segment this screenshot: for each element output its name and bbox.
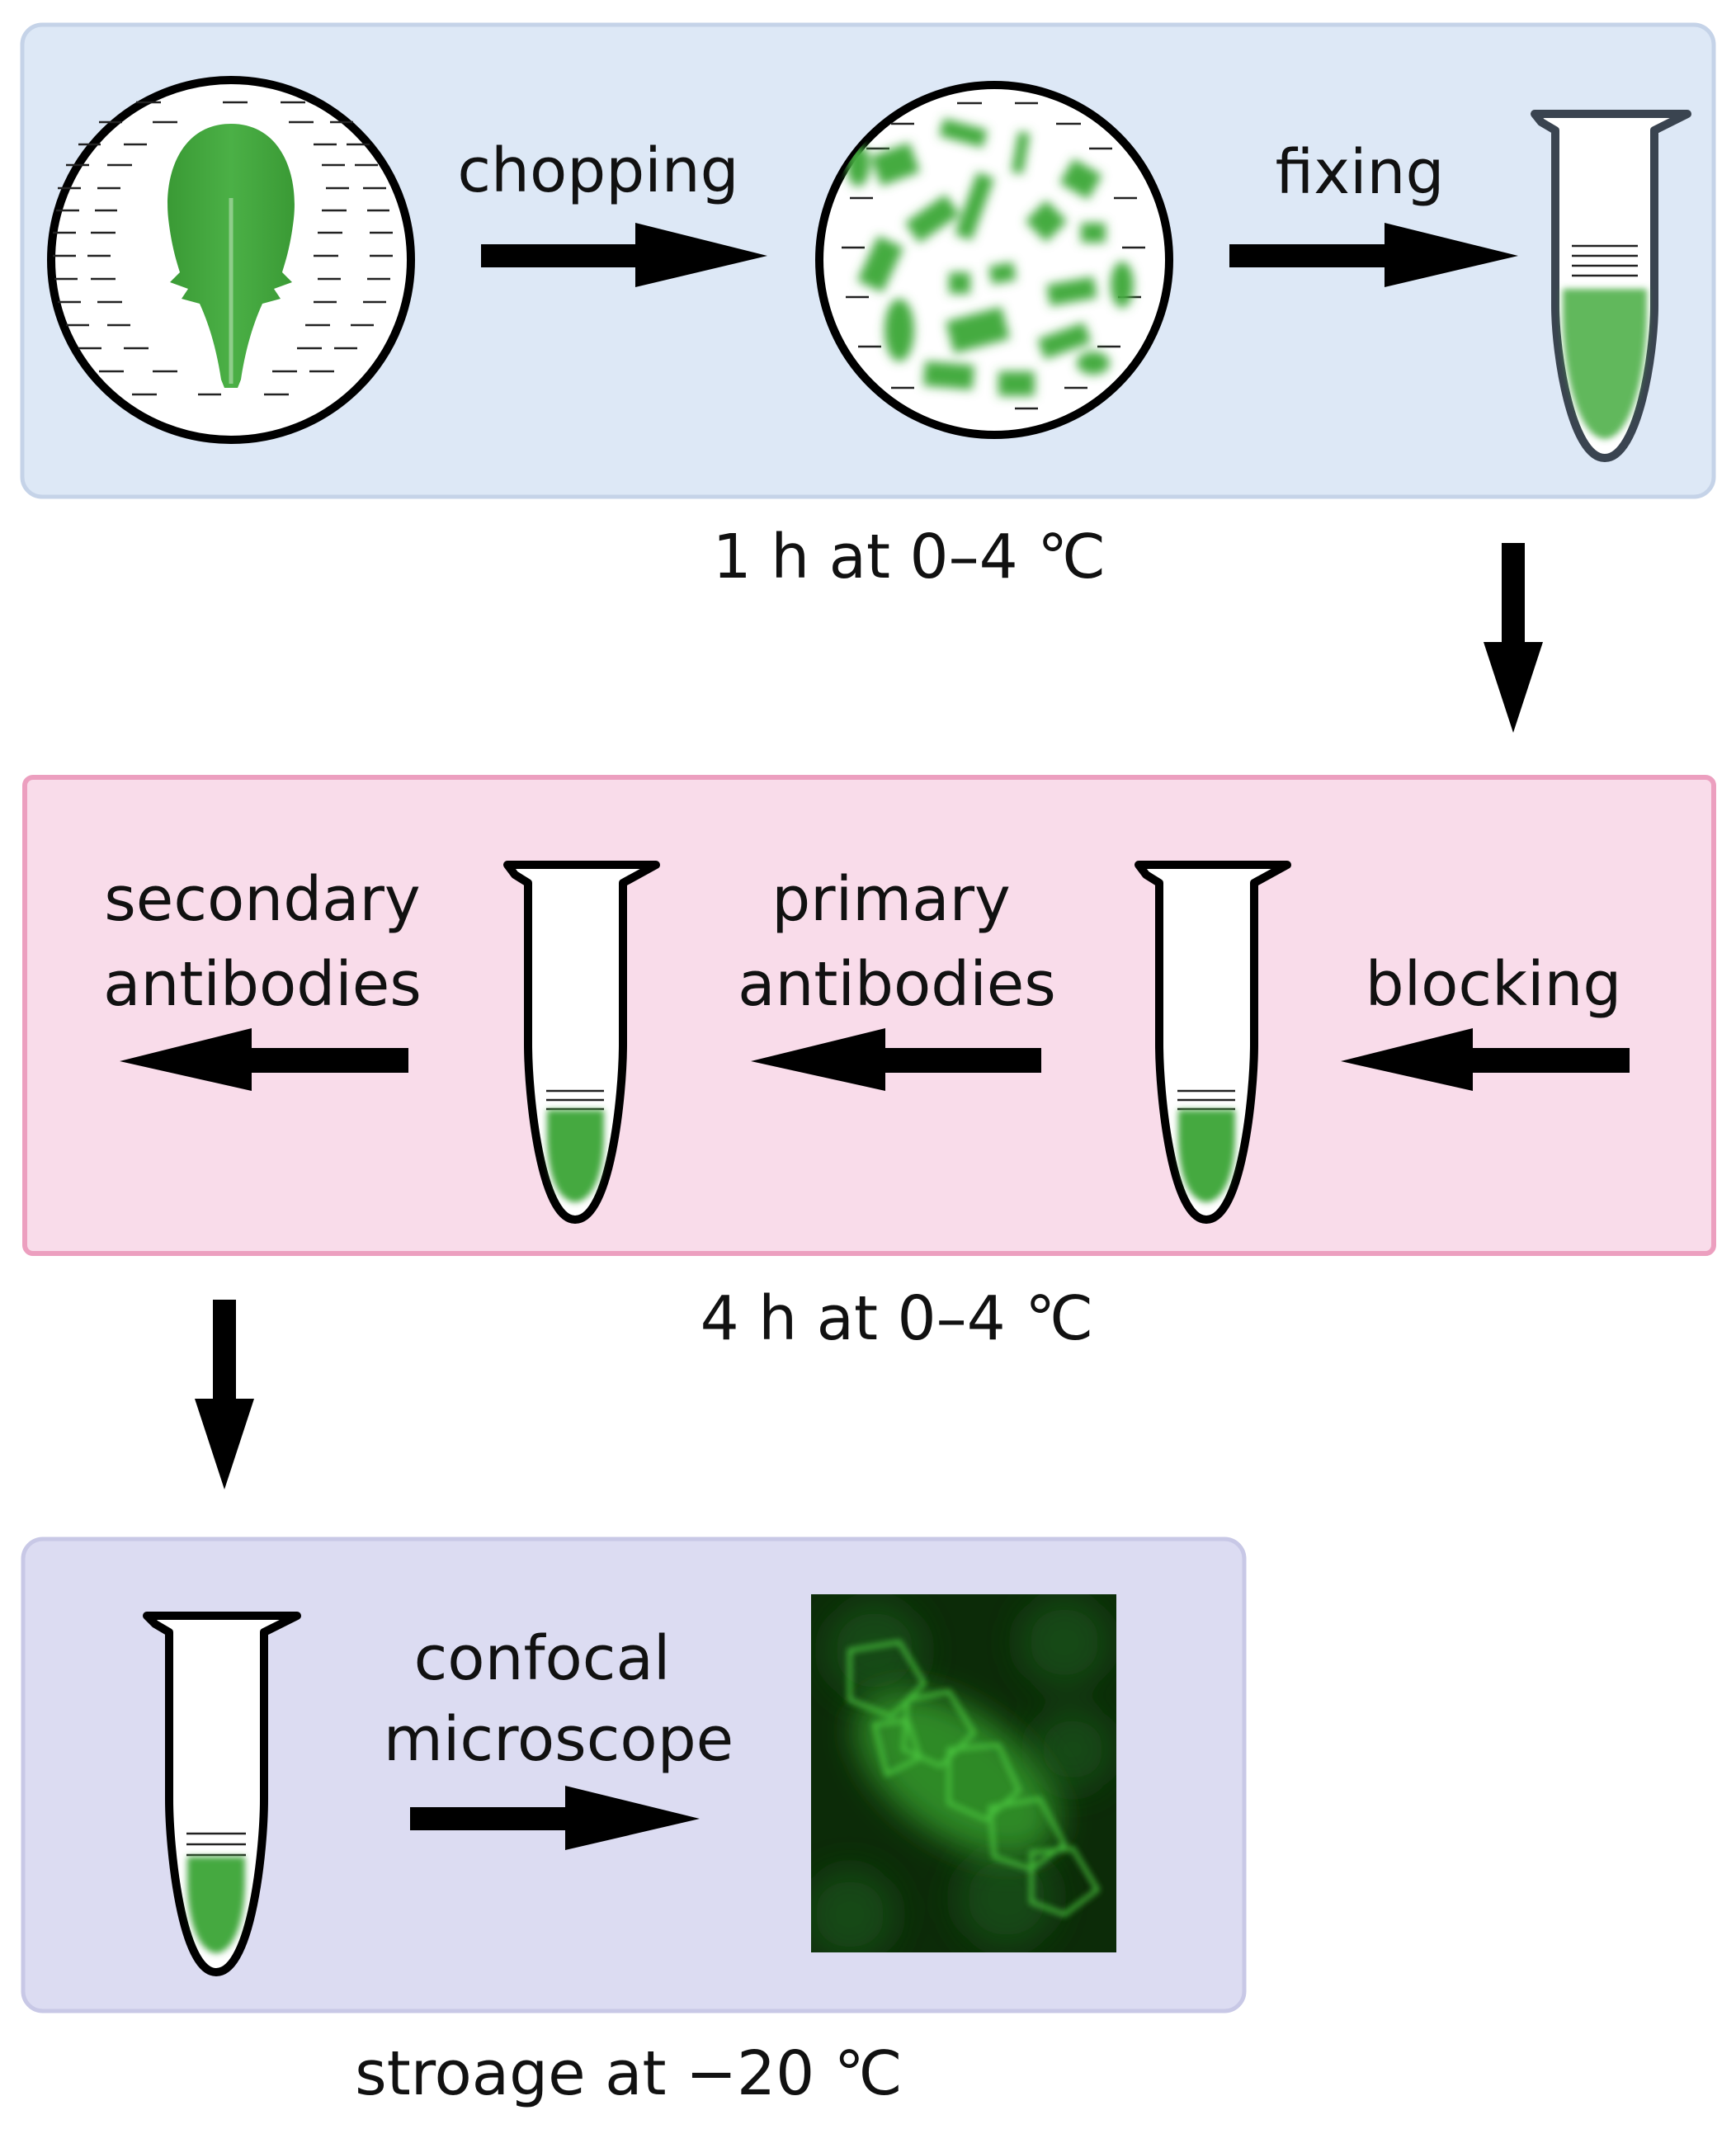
petri-dish-leaf (47, 76, 415, 444)
tube-stained (143, 1612, 301, 1976)
leaf-fragments (847, 118, 1134, 396)
secondary-label-line2: antibodies (103, 949, 422, 1020)
primary-label-line1: primary (771, 864, 1011, 935)
tube-blocked (1135, 861, 1291, 1224)
fixing-arrow (1229, 223, 1518, 287)
primary-arrow (751, 1028, 1041, 1091)
confocal-label-line2: microscope (384, 1704, 734, 1775)
tube-fixed (1531, 110, 1691, 462)
confocal-arrow (410, 1786, 700, 1850)
tube-primary (503, 861, 660, 1224)
down-arrow-2 (195, 1300, 254, 1489)
chopping-label: chopping (457, 135, 738, 206)
buffer-lines (53, 101, 393, 396)
blocking-arrow (1341, 1028, 1630, 1091)
confocal-micrograph (811, 1594, 1116, 1952)
step1-condition: 1 h at 0–4 ℃ (713, 522, 1106, 592)
primary-label-line2: antibodies (738, 949, 1056, 1020)
confocal-label-line1: confocal (414, 1623, 671, 1694)
step3-condition: stroage at −20 ℃ (355, 2038, 903, 2109)
down-arrow-1 (1484, 543, 1543, 733)
blocking-label: blocking (1366, 949, 1622, 1020)
chopping-arrow (481, 223, 767, 287)
petri-dish-chopped (815, 81, 1173, 439)
step2-condition: 4 h at 0–4 ℃ (701, 1283, 1094, 1354)
secondary-arrow (120, 1028, 408, 1091)
fixing-label: fixing (1276, 137, 1445, 208)
secondary-label-line1: secondary (104, 864, 420, 935)
step2-panel (22, 775, 1716, 1256)
